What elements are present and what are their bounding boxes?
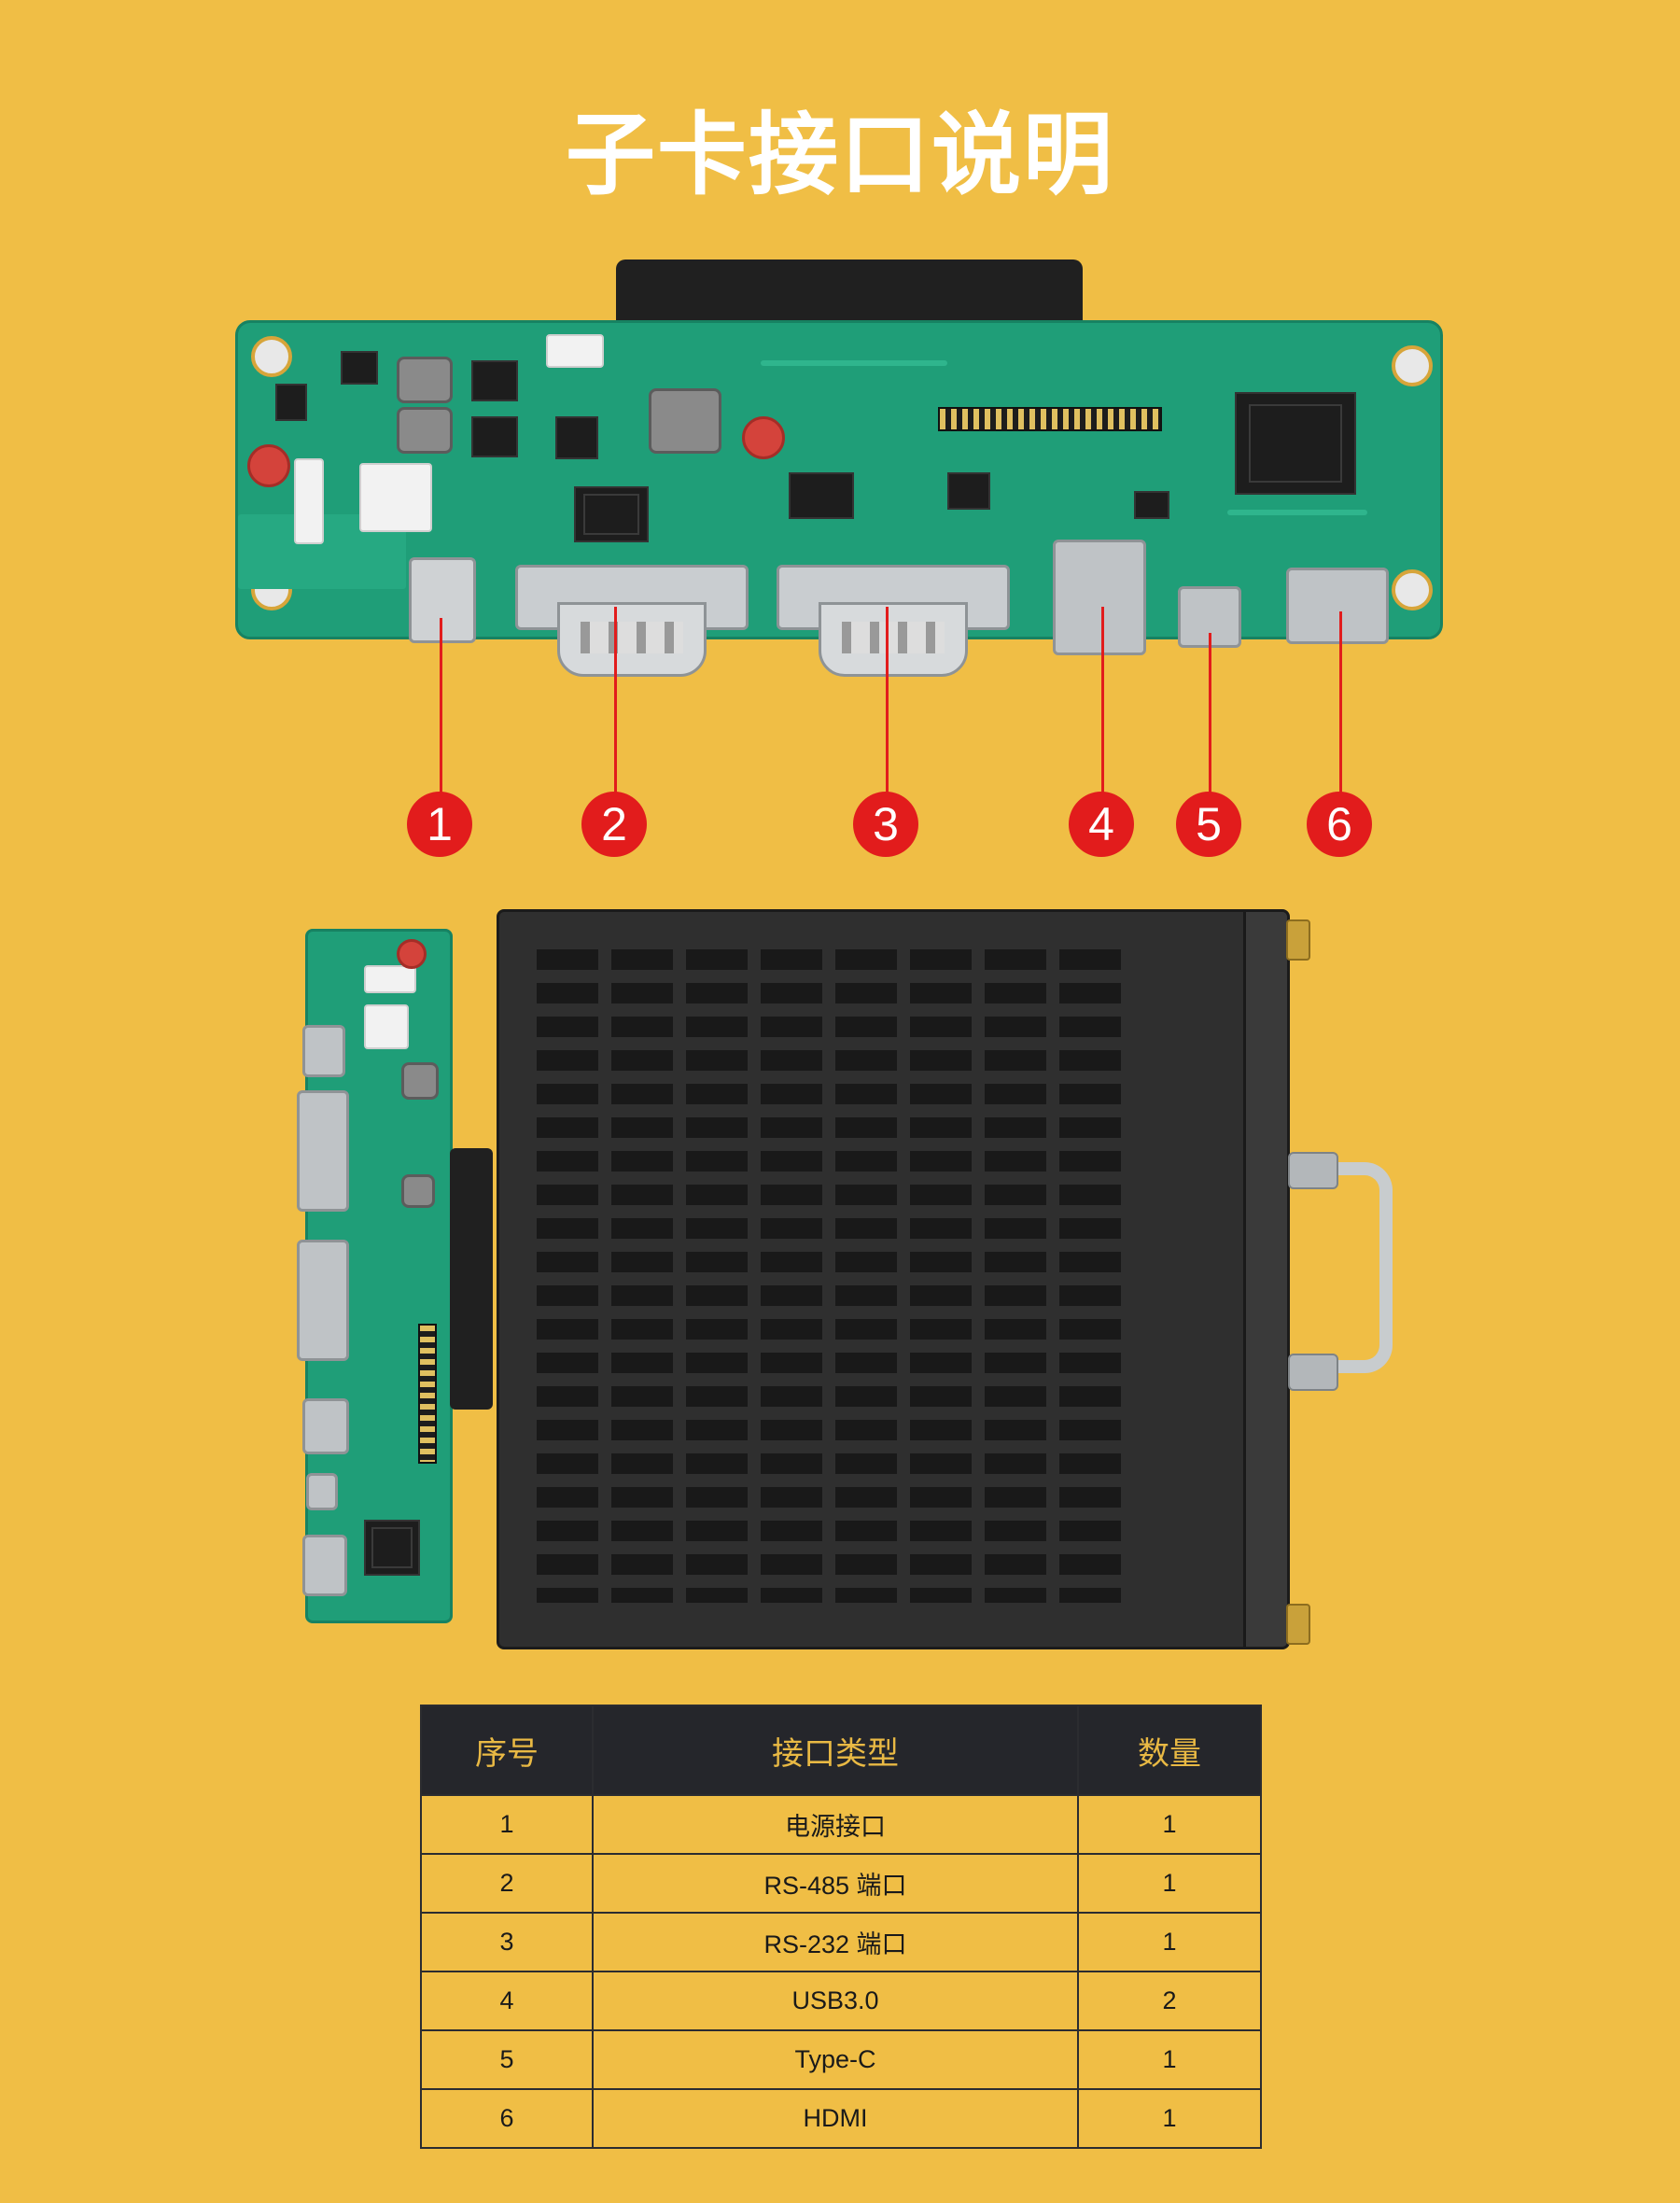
handle-mount — [1288, 1152, 1338, 1189]
ic-chip — [341, 351, 378, 385]
processor-chip — [1235, 392, 1356, 495]
header-index: 序号 — [420, 1705, 594, 1796]
table-row: 1 电源接口 1 — [420, 1794, 1262, 1855]
ic-chip — [789, 472, 854, 519]
cell-interface-type: HDMI — [592, 2088, 1079, 2149]
usb3-port — [302, 1398, 349, 1454]
callout-2: 2 — [581, 792, 647, 857]
ic-chip — [555, 416, 598, 459]
type-c-port — [306, 1473, 338, 1510]
callout-4: 4 — [1069, 792, 1134, 857]
urat-header — [546, 334, 604, 368]
case-side-edge — [1243, 912, 1287, 1647]
callout-line — [1209, 633, 1211, 821]
cell-quantity: 1 — [1077, 2029, 1262, 2090]
table-row: 6 HDMI 1 — [420, 2088, 1262, 2149]
header-quantity: 数量 — [1077, 1705, 1262, 1796]
callout-1: 1 — [407, 792, 472, 857]
case-handle — [1307, 1162, 1393, 1373]
ic-chip — [574, 486, 649, 542]
callout-6: 6 — [1307, 792, 1372, 857]
daughter-card-side-view — [297, 929, 453, 1623]
board-edge-connector — [450, 1148, 493, 1410]
pin-header — [938, 407, 1162, 431]
cell-interface-type: RS-232 端口 — [592, 1912, 1079, 1972]
callout-5: 5 — [1176, 792, 1241, 857]
rs485-db9-connector — [297, 1090, 349, 1212]
atx-power-connector — [364, 1004, 409, 1049]
page-title: 子卡接口说明 — [566, 103, 1114, 207]
atx-power-connector — [359, 463, 432, 532]
inductor — [397, 357, 453, 403]
table-row: 2 RS-485 端口 1 — [420, 1853, 1262, 1914]
capacitor — [742, 416, 785, 459]
processor-chip — [364, 1520, 420, 1576]
callout-line — [886, 607, 889, 821]
rs232-db9-connector — [297, 1240, 349, 1361]
callout-3: 3 — [853, 792, 918, 857]
cell-interface-type: USB3.0 — [592, 1971, 1079, 2031]
pcb-trace — [761, 360, 947, 366]
usb3-port — [1053, 540, 1146, 655]
cell-quantity: 1 — [1077, 1794, 1262, 1855]
capacitor — [397, 939, 427, 969]
callout-line — [1339, 611, 1342, 821]
inductor — [401, 1174, 435, 1208]
mount-hole — [1392, 345, 1433, 386]
callout-line — [1101, 607, 1104, 821]
inductor — [401, 1062, 439, 1100]
ic-chip — [471, 416, 518, 457]
callout-line — [614, 607, 617, 821]
hdmi-port — [1286, 568, 1389, 644]
header-interface-type: 接口类型 — [592, 1705, 1079, 1796]
table-row: 5 Type-C 1 — [420, 2029, 1262, 2090]
hdmi-port — [302, 1535, 347, 1596]
table-row: 3 RS-232 端口 1 — [420, 1912, 1262, 1972]
cell-quantity: 1 — [1077, 1912, 1262, 1972]
inductor — [649, 388, 721, 454]
table-header-row: 序号 接口类型 数量 — [420, 1705, 1262, 1796]
connector-shell — [557, 602, 707, 677]
pcb-trace — [1227, 510, 1367, 515]
ic-chip — [1134, 491, 1169, 519]
dc-power-jack — [302, 1025, 345, 1077]
pc-case — [497, 909, 1290, 1649]
rs232-db9-connector — [777, 565, 1010, 677]
antenna-connector — [1286, 919, 1310, 961]
cell-interface-type: Type-C — [592, 2029, 1079, 2090]
dc-power-jack — [409, 557, 476, 643]
ic-chip — [471, 360, 518, 401]
cell-interface-type: 电源接口 — [592, 1794, 1079, 1855]
inductor — [397, 407, 453, 454]
callout-line — [440, 618, 442, 821]
cell-index: 4 — [420, 1971, 594, 2031]
cell-index: 3 — [420, 1912, 594, 1972]
cell-index: 5 — [420, 2029, 594, 2090]
interface-spec-table: 序号 接口类型 数量 1 电源接口 1 2 RS-485 端口 1 3 RS-2… — [420, 1705, 1262, 2149]
ic-chip — [947, 472, 990, 510]
antenna-connector — [1286, 1604, 1310, 1645]
rs485-db9-connector — [515, 565, 749, 677]
handle-mount — [1288, 1354, 1338, 1391]
cell-index: 1 — [420, 1794, 594, 1855]
type-c-port — [1178, 586, 1241, 648]
pin-header — [418, 1324, 437, 1464]
cell-index: 6 — [420, 2088, 594, 2149]
header-connector — [294, 458, 324, 544]
header-connector — [364, 965, 416, 993]
cell-interface-type: RS-485 端口 — [592, 1853, 1079, 1914]
case-vents — [537, 949, 1125, 1603]
cell-quantity: 1 — [1077, 2088, 1262, 2149]
cell-index: 2 — [420, 1853, 594, 1914]
cell-quantity: 2 — [1077, 1971, 1262, 2031]
capacitor — [247, 444, 290, 487]
mount-hole — [251, 336, 292, 377]
ic-chip — [275, 384, 307, 421]
mount-hole — [1392, 569, 1433, 610]
table-row: 4 USB3.0 2 — [420, 1971, 1262, 2031]
cell-quantity: 1 — [1077, 1853, 1262, 1914]
connector-shell — [819, 602, 968, 677]
